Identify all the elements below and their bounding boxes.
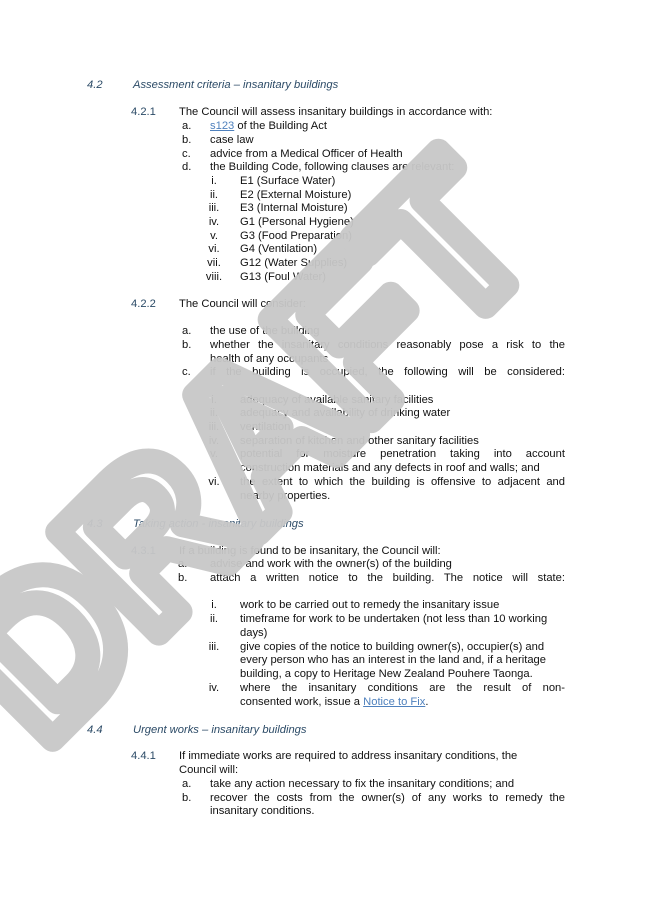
list-item: separation of kitchen and other sanitary… [240,435,479,447]
list-item: G12 (Water Supplies) [240,257,348,269]
list-item: advise and work with the owner(s) of the… [210,558,452,570]
list-marker: i. [211,175,217,187]
list-marker: viii. [205,271,223,283]
list-item: adequacy and availability of drinking wa… [240,407,451,419]
section-heading: Assessment criteria – insanitary buildin… [133,79,339,91]
list-item: give copies of the notice to building ow… [240,641,545,653]
list-item: E2 (External Moisture) [240,189,352,201]
list-item: work to be carried out to remedy the ins… [240,599,500,611]
clause-text: The Council will assess insanitary build… [179,106,493,118]
list-marker: b. [182,339,192,351]
list-item: adequacy of available sanitary facilitie… [240,394,434,406]
section-number: 4.3 [87,518,103,530]
list-item-continued: days) [240,627,268,639]
list-marker: c. [182,148,191,160]
list-marker: i. [211,599,217,611]
list-marker: ii. [209,613,219,625]
list-marker: b. [182,134,192,146]
list-item-continued: building, a copy to Heritage New Zealand… [240,668,533,680]
list-marker: iii. [208,421,220,433]
list-marker: vii. [207,257,221,269]
list-item: ventilation [240,421,291,433]
list-item-continued: construction materials and any defects i… [240,462,540,474]
list-marker: ii. [209,407,219,419]
list-item: G1 (Personal Hygiene) [240,216,354,228]
list-item: timeframe for work to be undertaken (not… [240,613,548,625]
list-item: the extent to which the building is offe… [240,476,565,488]
list-marker: c. [182,366,191,378]
list-marker: v. [210,448,218,460]
clause-number: 4.3.1 [131,545,156,557]
list-marker: a. [178,558,188,570]
clause-number: 4.2.2 [131,298,156,310]
clause-number: 4.4.1 [131,750,156,762]
list-item: whether the insanitary conditions reason… [210,339,565,351]
list-item: the Building Code, following clauses are… [210,161,455,173]
s123-link[interactable]: s123 [210,120,235,132]
section-heading: Taking action - insanitary buildings [133,518,304,530]
list-item: where the insanitary conditions are the … [240,682,565,694]
list-marker: d. [182,161,192,173]
list-marker: a. [182,120,192,132]
list-marker: iv. [208,216,220,228]
list-item: recover the costs from the owner(s) of a… [210,792,565,804]
list-item: G3 (Food Preparation) [240,230,352,242]
clause-text: The Council will consider: [179,298,306,310]
list-item: G13 (Foul Water) [240,271,326,283]
list-item: G4 (Ventilation) [240,243,318,255]
clause-text: If immediate works are required to addre… [179,750,518,762]
section-heading: Urgent works – insanitary buildings [133,724,307,736]
list-item: the use of the building [210,325,320,337]
list-marker: iii. [208,641,220,653]
section-number: 4.4 [87,724,103,736]
list-item: advice from a Medical Officer of Health [210,148,403,160]
clause-text: If a building is found to be insanitary,… [179,545,441,557]
section-number: 4.2 [87,79,103,91]
list-item-continued: insanitary conditions. [210,805,315,817]
list-marker: b. [178,572,188,584]
list-marker: iii. [208,202,220,214]
list-marker: a. [182,778,192,790]
list-item: E1 (Surface Water) [240,175,336,187]
list-item-continued: consented work, issue a Notice to Fix. [240,696,429,708]
list-marker: ii. [209,189,219,201]
list-marker: a. [182,325,192,337]
list-marker: i. [211,394,217,406]
list-marker: b. [182,792,192,804]
clause-text-continued: Council will: [179,764,239,776]
list-item-continued: every person who has an interest in the … [240,654,546,666]
list-marker: iv. [208,682,220,694]
list-item: attach a written notice to the building.… [210,572,565,584]
notice-to-fix-link[interactable]: Notice to Fix [363,696,426,708]
list-marker: iv. [208,435,220,447]
list-item: if the building is occupied, the followi… [210,366,565,378]
list-marker: vi. [208,476,220,488]
list-item-continued: nearby properties. [240,490,331,502]
list-item: potential for moisture penetration takin… [240,448,565,460]
list-item: take any action necessary to fix the ins… [210,778,515,790]
clause-number: 4.2.1 [131,106,156,118]
list-marker: v. [210,230,218,242]
list-item: case law [210,134,254,146]
list-item-continued: health of any occupants [210,353,329,365]
list-item: s123 of the Building Act [210,120,327,132]
list-marker: vi. [208,243,220,255]
list-item: E3 (Internal Moisture) [240,202,348,214]
